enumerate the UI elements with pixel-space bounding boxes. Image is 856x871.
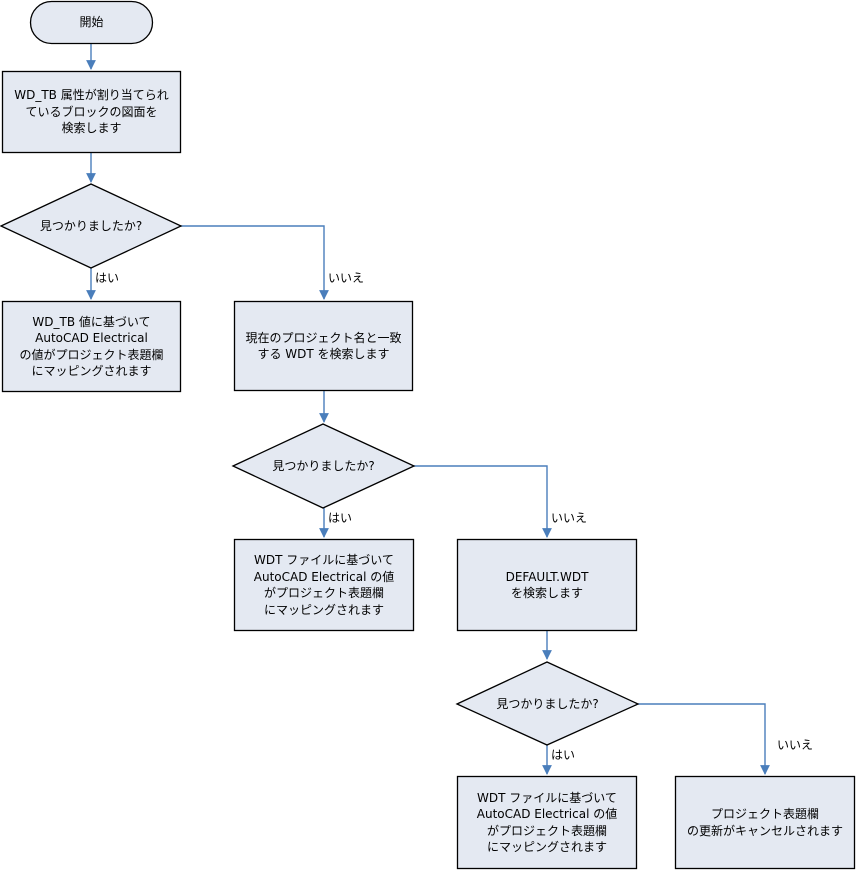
edge-label-decision1-no: いいえ (328, 271, 365, 285)
connector-decision3-no (638, 703, 770, 775)
node-shape-search-project-wdt[interactable] (233, 300, 414, 392)
node-shape-search-default-wdt[interactable] (456, 538, 638, 632)
edge-label-decision2-yes: はい (328, 511, 353, 525)
connector-decision1-no (180, 225, 329, 300)
edge-label-decision3-yes: はい (551, 748, 576, 762)
node-shape-decision-1[interactable] (0, 183, 183, 269)
node-shape-cancel-update[interactable] (674, 775, 856, 870)
node-shape-map-wdt-file-2[interactable] (456, 775, 638, 870)
node-shape-map-wdtb[interactable] (1, 300, 182, 393)
node-shape-start[interactable] (29, 0, 154, 45)
edge-label-decision1-yes: はい (95, 271, 120, 285)
node-shape-decision-2[interactable] (231, 423, 416, 509)
edge-label-decision3-no: いいえ (777, 738, 814, 752)
node-shape-map-wdt-file-1[interactable] (233, 538, 415, 632)
edge-label-decision2-no: いいえ (551, 511, 588, 525)
connector-group (86, 44, 770, 775)
node-shape-search-wdtb[interactable] (1, 70, 182, 154)
connector-decision2-no (414, 465, 552, 538)
node-shape-decision-3[interactable] (455, 661, 640, 746)
